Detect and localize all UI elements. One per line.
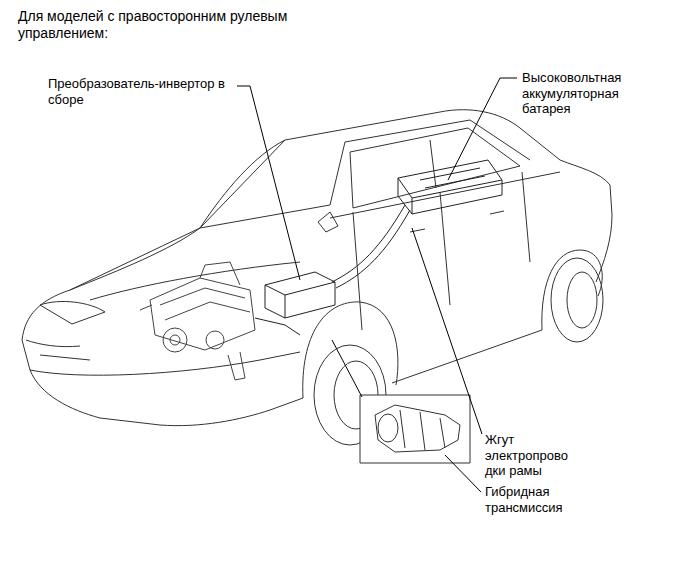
transmission [375,405,460,452]
grille [26,340,90,360]
wheel [567,272,597,328]
car-body [22,340,303,426]
mirror [318,212,338,232]
part-label: Жгут электропрово дки рамы [485,432,573,479]
headlight [40,301,105,324]
part-label: Высоковольтная аккумуляторная батарея [522,70,640,117]
inverter-assembly [255,272,335,335]
wheel-arch [542,250,602,330]
car-body [392,330,542,383]
door-line [353,172,530,330]
part-label: Преобразователь-инвертор в сборе [48,76,243,107]
wheel-arch [303,302,398,398]
leader-line [237,78,517,492]
door-handle [410,211,504,232]
inset-frame [360,395,470,463]
windshield [200,140,345,228]
part-label: Гибридная трансмиссия [485,484,580,515]
wire-harness [332,205,410,288]
page-title: Для моделей с правосторонним рулевым упр… [18,8,318,42]
car-body [22,110,612,340]
wheel [551,258,603,342]
side-window [350,128,520,208]
hv-battery [398,160,502,214]
engine [140,262,255,380]
roof [345,120,530,160]
car-body [30,352,300,375]
